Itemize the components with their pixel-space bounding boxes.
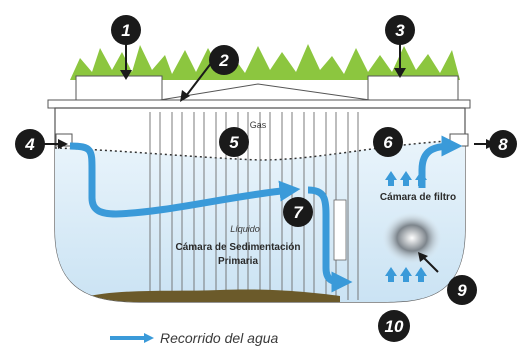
outlet-pipe bbox=[449, 133, 469, 147]
lid-ridge bbox=[159, 83, 371, 101]
svg-text:9: 9 bbox=[457, 281, 467, 300]
marker-10: 10 bbox=[378, 310, 410, 342]
legend-label: Recorrido del agua bbox=[160, 330, 279, 346]
chamber-label-line1: Cámara de Sedimentación bbox=[175, 242, 300, 253]
sediment-layer bbox=[80, 289, 340, 302]
svg-text:5: 5 bbox=[229, 133, 239, 152]
flow-path-outlet bbox=[418, 135, 463, 188]
marker-6: 6 bbox=[373, 127, 403, 157]
svg-text:8: 8 bbox=[498, 135, 508, 154]
pointer-arrows bbox=[44, 44, 496, 273]
left-riser bbox=[75, 75, 163, 101]
right-riser bbox=[367, 75, 459, 101]
marker-5: 5 bbox=[219, 127, 249, 157]
upflow-arrows-bottom bbox=[385, 267, 427, 282]
svg-text:4: 4 bbox=[24, 135, 35, 154]
filter-media bbox=[382, 212, 442, 264]
liquid-label: Líquido bbox=[230, 224, 260, 234]
marker-1: 1 bbox=[111, 15, 141, 45]
chamber-label-line2: Primaria bbox=[218, 256, 258, 267]
svg-text:6: 6 bbox=[383, 133, 393, 152]
upflow-arrows-top bbox=[385, 171, 427, 186]
svg-text:3: 3 bbox=[395, 21, 405, 40]
filter-chamber-label: Cámara de filtro bbox=[380, 192, 456, 203]
partition-wall bbox=[333, 199, 347, 261]
flow-path-primary bbox=[69, 142, 301, 218]
svg-text:10: 10 bbox=[385, 317, 404, 336]
legend: Recorrido del agua bbox=[110, 330, 279, 346]
tank-lid bbox=[47, 99, 471, 109]
flow-path-down bbox=[307, 186, 353, 293]
svg-text:2: 2 bbox=[218, 51, 229, 70]
grass-cover bbox=[70, 44, 460, 80]
marker-4: 4 bbox=[15, 129, 45, 159]
gas-label: Gas bbox=[250, 120, 267, 130]
marker-9: 9 bbox=[447, 275, 477, 305]
marker-8: 8 bbox=[489, 130, 517, 158]
marker-7: 7 bbox=[283, 197, 313, 227]
svg-text:7: 7 bbox=[293, 203, 304, 222]
marker-3: 3 bbox=[385, 15, 415, 45]
marker-2: 2 bbox=[209, 45, 239, 75]
svg-text:1: 1 bbox=[121, 21, 130, 40]
